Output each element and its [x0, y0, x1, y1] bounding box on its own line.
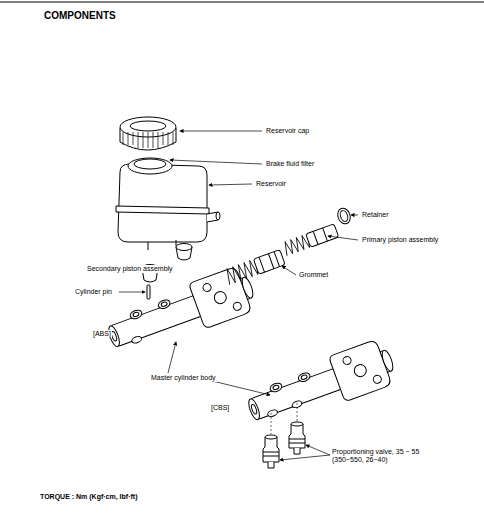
- stroke: [143, 132, 144, 148]
- leader-lines: [119, 131, 358, 460]
- part-name: Proportioning valve, 35 ~ 55 (350~550, 2…: [331, 448, 441, 464]
- reservoir: [116, 158, 220, 250]
- part-name: Retainer: [361, 211, 389, 219]
- part-name: Primary piston assembly: [361, 236, 439, 244]
- stroke: [163, 132, 164, 145]
- part-name: Cylinder pin: [74, 288, 113, 296]
- grommet: [142, 244, 192, 283]
- stroke: [123, 132, 124, 145]
- stroke: [148, 132, 149, 148]
- variant-label: [ABS]: [92, 330, 112, 338]
- variant-label: [CBS]: [210, 404, 230, 412]
- retainer: [336, 206, 353, 225]
- proportioning-valve: [263, 422, 305, 468]
- part-name: Reservoir cap: [265, 127, 310, 135]
- torque-caption: TORQUE : Nm (Kgf·cm, lbf·ft): [40, 493, 137, 501]
- primary-piston-assembly: [282, 224, 338, 256]
- part-name: Brake fluid filter: [265, 160, 315, 168]
- stroke: [133, 132, 134, 145]
- part-name: Secondary piston assembly: [86, 265, 174, 273]
- part-name: Reservoir: [255, 180, 287, 188]
- part-name: Master cylinder body: [150, 374, 217, 382]
- stroke: [158, 132, 159, 148]
- reservoir-cap: [120, 117, 176, 150]
- stroke: [173, 132, 174, 145]
- stroke: [128, 132, 129, 145]
- part-name: Grommet: [298, 271, 329, 279]
- stroke: [153, 132, 154, 148]
- master-cylinder-body-abs: [102, 264, 259, 360]
- master-cylinder-body-cbs: [242, 337, 399, 433]
- cylinder-pin: [147, 285, 150, 299]
- page-title: COMPONENTS: [44, 10, 116, 22]
- stroke: [168, 132, 169, 145]
- secondary-piston-assembly: [224, 250, 285, 285]
- stroke: [138, 132, 139, 148]
